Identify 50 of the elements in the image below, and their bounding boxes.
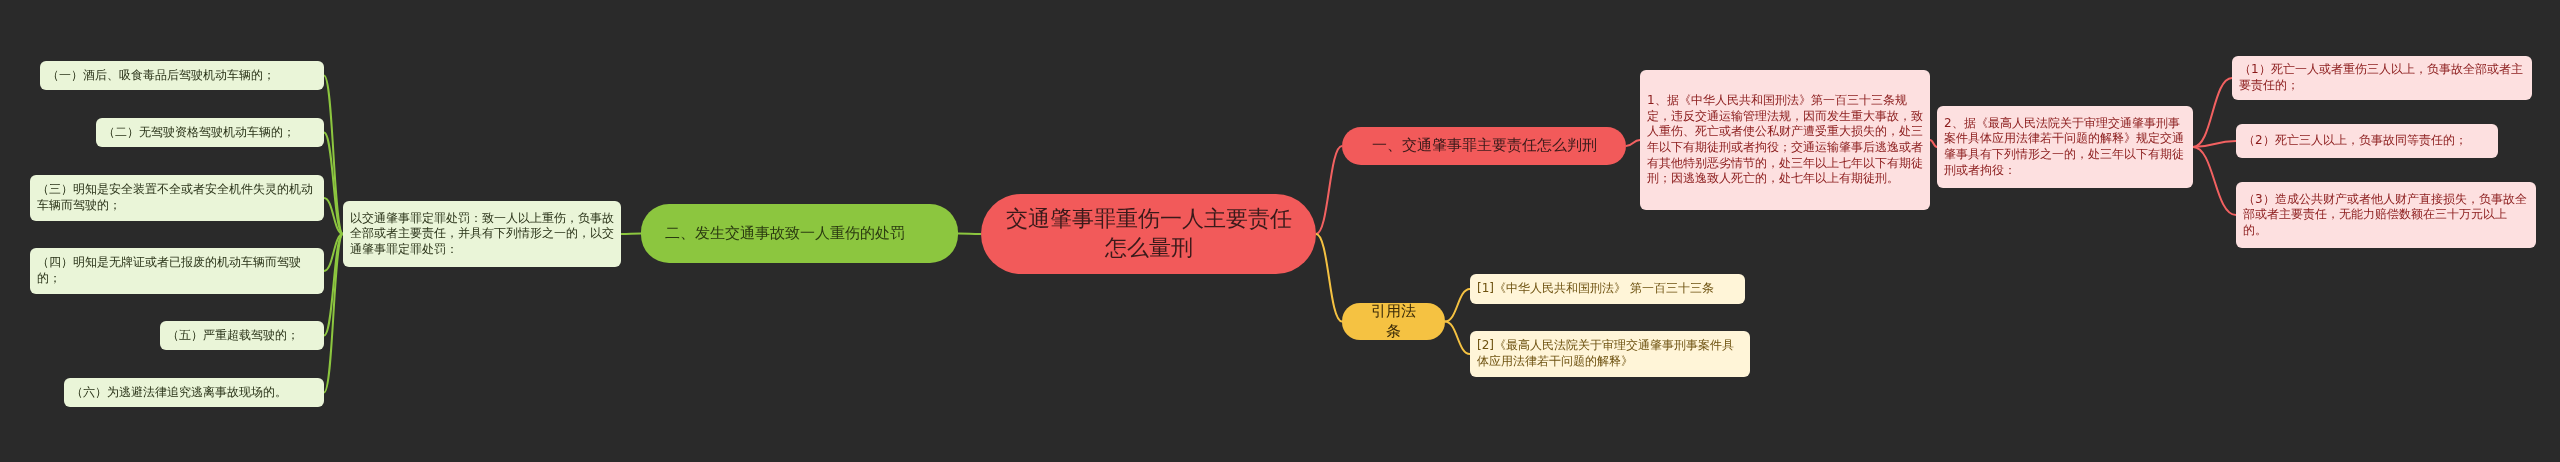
topic-text: 引用法条 — [1370, 302, 1417, 341]
branch-topic — [641, 204, 958, 263]
topic-text: （五）严重超载驾驶的； — [167, 327, 299, 344]
connector-line — [323, 197, 344, 235]
topic-text: [1]《中华人民共和国刑法》 第一百三十三条 — [1477, 281, 1714, 297]
topic-text: （3）造成公共财产或者他人财产直接损失，负事故全部或者主要责任，无能力赔偿数额在三十万元以上的。 — [2243, 191, 2528, 239]
topic-text: [2]《最高人民法院关于审理交通肇事刑事案件具体应用法律若干问题的解释》 — [1477, 338, 1735, 370]
text-card — [1470, 331, 1750, 377]
topic-text: （六）为逃避法律追究逃离事故现场的。 — [71, 384, 287, 401]
text-card — [40, 61, 324, 90]
text-card — [2236, 182, 2536, 248]
connector-line — [1315, 233, 1343, 323]
topic-text: （二）无驾驶资格驾驶机动车辆的； — [103, 124, 295, 141]
text-card — [96, 118, 324, 147]
text-card — [30, 175, 324, 221]
topic-text: 1、据《中华人民共和国刑法》第一百三十三条规定，违反交通运输管理法规，因而发生重大事故，致人重伤、死亡或者使公私财产遭受重大损失的，处三年以下有期徒刑或者拘役；交通运输肇事后逃逸或者有其他特别恶劣情节的，处三年以上七年以下有期徒刑；因逃逸致人死亡的，处七年以上有期徒刑。 — [1647, 93, 1923, 187]
text-card — [1937, 106, 2193, 188]
branch-topic — [1342, 127, 1626, 165]
text-card — [2236, 124, 2498, 158]
text-card — [1640, 70, 1930, 210]
topic-text: （1）死亡一人或者重伤三人以上，负事故全部或者主要责任的； — [2239, 62, 2524, 94]
topic-text: （一）酒后、吸食毒品后驾驶机动车辆的； — [47, 67, 275, 84]
branch-topic — [1342, 303, 1445, 340]
topic-text: （三）明知是安全装置不全或者安全机件失灵的机动车辆而驾驶的； — [37, 182, 314, 214]
topic-text: （四）明知是无牌证或者已报废的机动车辆而驾驶的； — [37, 255, 302, 287]
text-card — [30, 248, 324, 294]
topic-text: 2、据《最高人民法院关于审理交通肇事刑事案件具体应用法律若干问题的解释》规定交通肇事具有下列情形之一的，处三年以下有期徒刑或者拘役： — [1944, 115, 2185, 179]
connector-line — [620, 232, 642, 235]
topic-text: 交通肇事罪重伤一人主要责任怎么量刑 — [1005, 205, 1292, 262]
connector-line — [1444, 320, 1471, 355]
text-card — [1470, 274, 1745, 304]
topic-text: 一、交通肇事罪主要责任怎么判刑 — [1371, 136, 1597, 156]
topic-text: 以交通肇事罪定罪处罚：致一人以上重伤，负事故全部或者主要责任，并具有下列情形之一的，以交通肇事罪定罪处罚： — [350, 210, 614, 258]
text-card — [2232, 56, 2532, 100]
topic-text: （2）死亡三人以上，负事故同等责任的； — [2243, 133, 2467, 149]
connector-line — [957, 232, 982, 235]
connector-line — [1625, 139, 1641, 147]
connector-line — [323, 233, 344, 337]
connector-line — [1315, 145, 1343, 235]
connector-line — [2192, 146, 2237, 216]
text-card — [160, 321, 324, 350]
connector-line — [2192, 77, 2233, 148]
topic-text: 二、发生交通事故致一人重伤的处罚 — [665, 223, 905, 244]
connector-line — [323, 233, 344, 272]
connector-line — [1929, 139, 1938, 148]
connector-line — [323, 233, 344, 394]
text-card — [343, 201, 621, 267]
text-card — [64, 378, 324, 407]
connector-line — [323, 131, 344, 235]
connector-line — [1444, 288, 1471, 323]
